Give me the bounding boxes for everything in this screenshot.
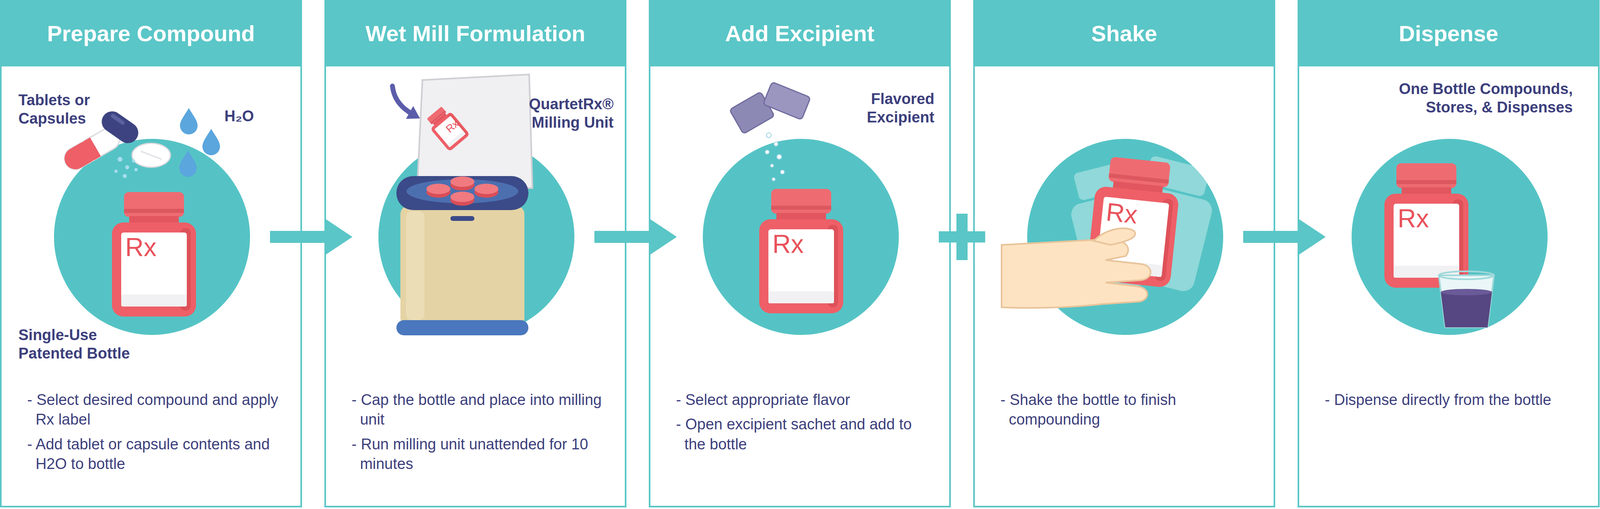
step-bullets: - Select desired compound and apply Rx l… — [27, 390, 288, 479]
step-bullets: - Shake the bottle to finish compounding — [1000, 390, 1261, 435]
step-bullet: - Select desired compound and apply Rx l… — [27, 390, 288, 430]
step-panel: Shake - Shake the bottle to finish compou… — [973, 0, 1276, 508]
illustration-label: Single-Use Patented Bottle — [18, 326, 139, 363]
excipient-illustration — [729, 82, 844, 314]
prepare-illustration — [60, 107, 220, 317]
step-bullet: - Dispense directly from the bottle — [1324, 390, 1585, 410]
flow-arrow — [270, 219, 353, 255]
step-header: Add Excipient — [648, 0, 951, 67]
rx-mark: Rx — [444, 118, 461, 135]
step-header: Shake — [973, 0, 1276, 67]
rx-mark: Rx — [1104, 198, 1139, 228]
step-bullet: - Shake the bottle to finish compounding — [1000, 390, 1261, 430]
step-title: Wet Mill Formulation — [365, 20, 586, 47]
step-title: Dispense — [1398, 20, 1499, 47]
step-title: Add Excipient — [725, 20, 875, 47]
milling-unit-illustration — [392, 74, 533, 336]
step-bullets: - Dispense directly from the bottle — [1324, 390, 1585, 415]
step-bullets: - Select appropriate flavor - Open excipi… — [676, 390, 936, 459]
step-header: Dispense — [1297, 0, 1600, 67]
step-bullets: - Cap the bottle and place into milling … — [351, 390, 612, 479]
illustration-label: Flavored Excipient — [814, 90, 935, 127]
flow-arrow — [1243, 219, 1326, 255]
rx-mark: Rx — [772, 231, 804, 257]
flow-arrow — [594, 219, 677, 255]
step-header: Wet Mill Formulation — [324, 0, 627, 67]
backdrop-circles — [54, 138, 1548, 335]
step-title: Shake — [1091, 20, 1158, 47]
dispense-illustration — [1384, 163, 1494, 328]
rx-mark: Rx — [125, 234, 157, 260]
step-bullet: - Open excipient sachet and add to the b… — [676, 414, 936, 454]
step-bullet: - Cap the bottle and place into milling … — [351, 390, 612, 430]
step-panel: Wet Mill Formulation - Cap the bottle and… — [324, 0, 627, 508]
step-header: Prepare Compound — [0, 0, 302, 67]
rx-mark: Rx — [1397, 205, 1429, 232]
illustration-label: Tablets or Capsules — [18, 91, 123, 128]
illustration-label: QuartetRx® Milling Unit — [493, 95, 614, 132]
step-bullet: - Run milling unit unattended for 10 min… — [351, 434, 612, 474]
illustration-label: H₂O — [224, 107, 273, 126]
step-bullet: - Add tablet or capsule contents and H2O… — [27, 434, 288, 474]
step-bullet: - Select appropriate flavor — [676, 390, 936, 410]
step-title: Prepare Compound — [47, 20, 256, 47]
step-panel: Dispense - Dispense directly from the bot… — [1297, 0, 1600, 508]
illustration-label: One Bottle Compounds, Stores, & Dispense… — [1356, 80, 1573, 117]
flow-arrow — [938, 213, 986, 260]
shake-illustration — [1001, 152, 1222, 308]
